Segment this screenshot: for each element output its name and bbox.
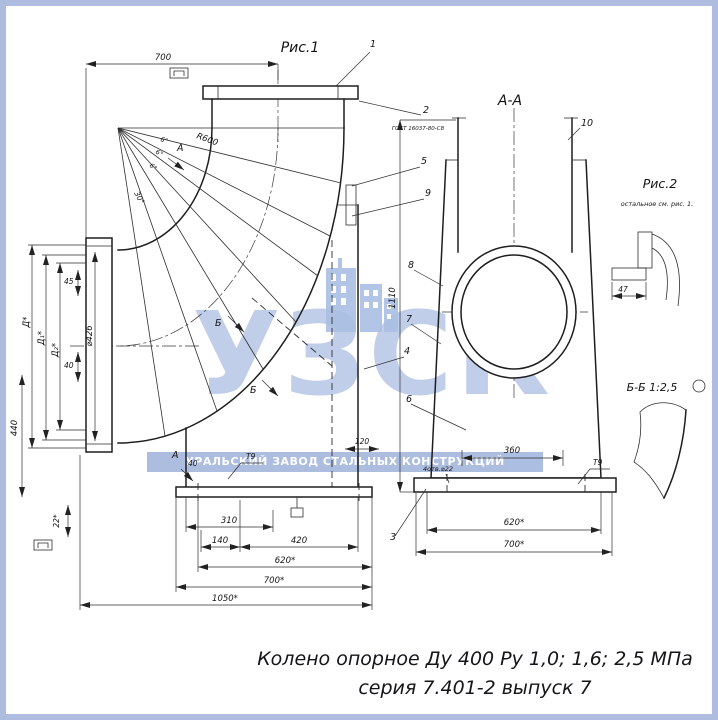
dim-310: 310	[221, 516, 237, 526]
dim-1050: 1050*	[212, 594, 238, 604]
section-b-arrow-top: Б	[215, 318, 222, 329]
section-bb-title: Б-Б 1:2,5	[627, 381, 678, 394]
fig2-detail: Рис.2 остальное см. рис. 1. 47	[611, 176, 693, 307]
dim-47: 47	[618, 285, 628, 294]
callout-2: 2	[423, 105, 429, 116]
dim-45: 45	[64, 277, 74, 286]
dim-700-base: 700*	[264, 576, 284, 586]
holes-note: 4отв.⌀22	[423, 465, 453, 473]
dim-1110: 1110	[388, 287, 398, 309]
dim-620-aa: 620*	[504, 518, 524, 528]
radius-label: R600	[195, 131, 219, 148]
fig1-title: Рис.1	[281, 40, 320, 56]
dim-dia426: ⌀426	[85, 325, 95, 347]
datum-flag-icon	[290, 497, 304, 518]
weld-symbol-icon	[169, 67, 189, 79]
callout-10: 10	[581, 118, 593, 129]
uzsk-building-icon	[320, 256, 404, 344]
dim-40-flange: 40	[64, 361, 74, 370]
callout-9: 9	[425, 188, 431, 199]
callout-8: 8	[408, 260, 414, 271]
dim-700-top: 700	[155, 53, 171, 63]
dim-140: 140	[212, 536, 228, 546]
drawing-caption: Колено опорное Ду 400 Ру 1,0; 1,6; 2,5 М…	[240, 645, 710, 702]
dim-40-base: 40	[188, 459, 198, 468]
view-arrow-a-bottom: А	[171, 450, 179, 461]
dim-22: 22*	[52, 514, 61, 528]
fig1-view: Рис.1 700 1 2 ГОСТ 16037-80-С8 5 9 4 R60…	[10, 39, 445, 610]
dim-120: 120	[355, 437, 370, 446]
fig2-note: остальное см. рис. 1.	[621, 200, 693, 208]
caption-line1: Колено опорное Ду 400 Ру 1,0; 1,6; 2,5 М…	[257, 648, 693, 670]
callout-7: 7	[406, 314, 412, 325]
weld-gost-note: ГОСТ 16037-80-С8	[392, 126, 445, 132]
dim-700-aa: 700*	[504, 540, 524, 550]
weld-symbol-icon	[33, 539, 53, 551]
view-arrow-a-top: А	[176, 143, 184, 154]
callout-3: 3	[390, 532, 396, 543]
angle-6-label: 6°	[159, 135, 169, 145]
section-bb-detail: Б-Б 1:2,5	[627, 379, 706, 500]
dim-620: 620*	[275, 556, 295, 566]
angle-6-label: 6°	[148, 162, 159, 173]
callout-1: 1	[370, 39, 376, 50]
section-b-arrow-bottom: Б	[250, 385, 257, 396]
dim-420: 420	[291, 536, 307, 546]
dim-360: 360	[504, 446, 520, 456]
uzsk-banner: УРАЛЬСКИЙ ЗАВОД СТАЛЬНЫХ КОНСТРУКЦИЙ	[147, 452, 543, 472]
callout-6: 6	[406, 394, 412, 405]
callout-4: 4	[404, 346, 410, 357]
callout-5: 5	[421, 156, 427, 167]
dim-d2: Д₂*	[51, 343, 61, 358]
miter-lines	[117, 127, 344, 437]
caption-line2: серия 7.401-2 выпуск 7	[358, 676, 592, 699]
dim-440: 440	[10, 420, 20, 436]
dim-d1: Д₁*	[37, 331, 47, 346]
revolved-section-icon	[692, 379, 706, 393]
weld-t9-label-aa: Т9	[593, 458, 603, 467]
section-aa-view: А-А 10 8 7 6 3 1110 360 620* 700* 4отв.⌀…	[388, 93, 617, 556]
dim-d: Д*	[22, 317, 32, 329]
angle-6-label: 6°	[154, 148, 164, 159]
fig2-title: Рис.2	[643, 176, 678, 191]
weld-t9-label: Т9	[246, 452, 256, 461]
section-aa-title: А-А	[497, 93, 522, 109]
